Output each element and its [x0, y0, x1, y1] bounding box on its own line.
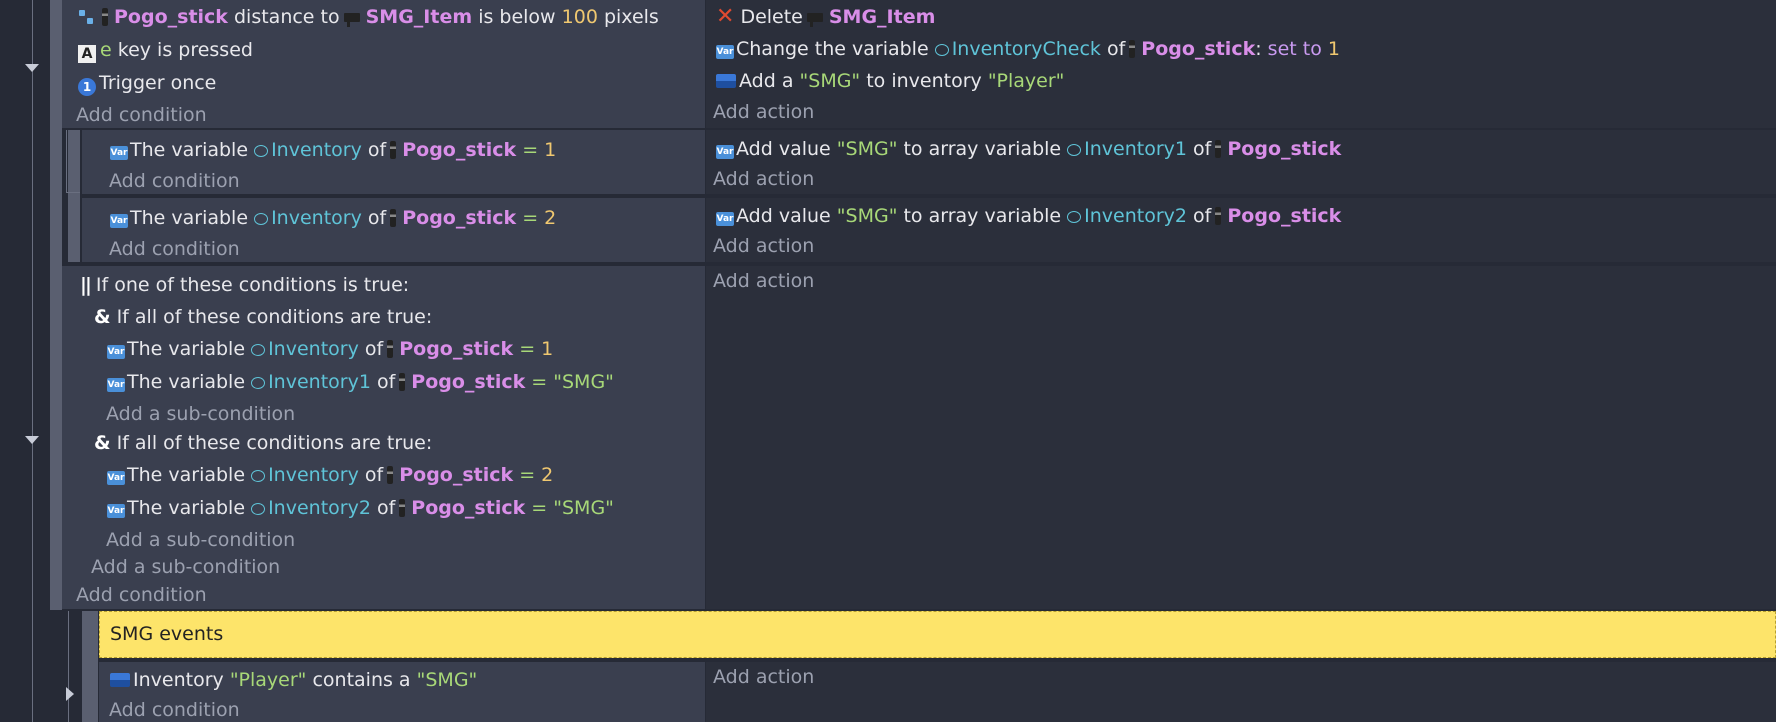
sub2-conditions[interactable] [82, 198, 705, 262]
gutter-guide [32, 0, 33, 722]
pogo-stick-icon [390, 141, 397, 159]
event3-actions[interactable] [706, 266, 1776, 609]
subevent-indent-bar [68, 130, 80, 262]
last-event-actions[interactable] [706, 662, 1776, 722]
trigger-once-icon: 1 [78, 78, 96, 96]
event1-actions[interactable] [706, 0, 1776, 128]
event3-conditions[interactable] [62, 266, 705, 609]
variable-ref-icon [934, 44, 949, 56]
event1-conditions[interactable] [62, 0, 705, 128]
collapse-chevron-icon[interactable] [25, 436, 39, 444]
variable-ref-icon [251, 470, 266, 482]
condition-and-group[interactable]: &If all of these conditions are true: [94, 306, 433, 328]
variable-ref-icon [251, 344, 266, 356]
sub1-conditions[interactable] [82, 130, 705, 194]
add-action-button[interactable]: Add action [713, 235, 815, 257]
variable-icon: Var [107, 471, 125, 485]
action-add-to-inventory[interactable]: Add a "SMG" to inventory "Player" [716, 69, 1064, 93]
variable-ref-icon [1067, 211, 1082, 223]
variable-ref-icon [254, 145, 269, 157]
add-condition-button[interactable]: Add condition [109, 170, 240, 192]
add-condition-button[interactable]: Add condition [109, 238, 240, 260]
inventory-icon [716, 74, 736, 88]
sub2-actions[interactable] [706, 198, 1776, 262]
variable-icon: Var [716, 212, 734, 226]
variable-ref-icon [251, 503, 266, 515]
variable-icon: Var [107, 378, 125, 392]
variable-icon: Var [110, 214, 128, 228]
variable-icon: Var [716, 45, 734, 59]
pogo-stick-icon [1215, 207, 1222, 225]
variable-ref-icon [254, 213, 269, 225]
expand-chevron-icon[interactable] [66, 687, 74, 701]
pogo-stick-icon [387, 340, 394, 358]
variable-ref-icon [1067, 144, 1082, 156]
keyboard-icon: A [78, 45, 96, 63]
collapse-chevron-icon[interactable] [25, 64, 39, 72]
and-icon: & [94, 306, 111, 328]
add-condition-button[interactable]: Add condition [76, 104, 207, 126]
add-sub-condition-button[interactable]: Add a sub-condition [106, 403, 296, 425]
and-icon: & [94, 432, 111, 454]
add-sub-condition-button[interactable]: Add a sub-condition [91, 556, 281, 578]
add-action-button[interactable]: Add action [713, 101, 815, 123]
last-event-conditions[interactable] [99, 662, 705, 722]
comment-indent-bar [82, 611, 98, 722]
add-action-button[interactable]: Add action [713, 168, 815, 190]
add-action-button[interactable]: Add action [713, 666, 815, 688]
subevent-guide [66, 130, 67, 192]
smg-icon [343, 13, 360, 27]
add-condition-button[interactable]: Add condition [109, 699, 240, 721]
add-condition-button[interactable]: Add condition [76, 584, 207, 606]
pogo-stick-icon [399, 373, 406, 391]
distance-icon [78, 8, 96, 26]
variable-icon: Var [107, 504, 125, 518]
variable-icon: Var [110, 146, 128, 160]
pogo-stick-icon [387, 466, 394, 484]
delete-icon: ✕ [716, 4, 735, 29]
variable-icon: Var [716, 145, 734, 159]
event-indent-bar [50, 0, 62, 610]
pogo-stick-icon [102, 8, 108, 26]
pogo-stick-icon [390, 209, 397, 227]
smg-icon [806, 13, 823, 27]
inventory-icon [110, 673, 130, 687]
comment-block[interactable]: SMG events [99, 611, 1776, 658]
pogo-stick-icon [399, 499, 406, 517]
or-icon: || [80, 274, 92, 296]
pogo-stick-icon [1215, 140, 1222, 158]
sub1-actions[interactable] [706, 130, 1776, 194]
pogo-stick-icon [1129, 40, 1136, 58]
add-sub-condition-button[interactable]: Add a sub-condition [106, 529, 296, 551]
variable-ref-icon [251, 377, 266, 389]
condition-and-group[interactable]: &If all of these conditions are true: [94, 432, 433, 454]
subevent-guide [66, 192, 80, 193]
add-action-button[interactable]: Add action [713, 270, 815, 292]
variable-icon: Var [107, 345, 125, 359]
comment-guide [68, 611, 69, 722]
condition-inventory-contains[interactable]: Inventory "Player" contains a "SMG" [110, 668, 477, 692]
condition-or-group[interactable]: ||If one of these conditions is true: [80, 274, 410, 296]
